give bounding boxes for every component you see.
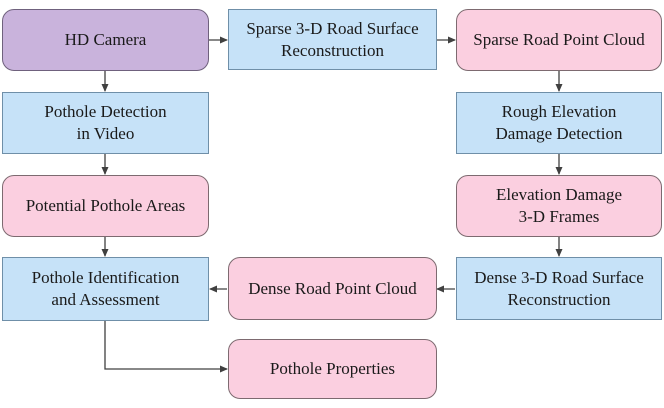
node-pothole-detection: Pothole Detection in Video (2, 92, 209, 154)
node-elevation-damage-frames: Elevation Damage 3-D Frames (456, 175, 662, 237)
node-hd-camera: HD Camera (2, 9, 209, 71)
node-label: Pothole Identification and Assessment (31, 268, 180, 309)
node-label: Pothole Detection in Video (44, 102, 167, 143)
node-rough-elevation-detection: Rough Elevation Damage Detection (456, 92, 662, 154)
node-dense-reconstruction: Dense 3-D Road Surface Reconstruction (456, 257, 662, 320)
node-dense-point-cloud: Dense Road Point Cloud (228, 257, 437, 320)
node-pothole-identification: Pothole Identification and Assessment (2, 257, 209, 321)
node-label: Potential Pothole Areas (25, 196, 186, 215)
node-potential-pothole-areas: Potential Pothole Areas (2, 175, 209, 237)
node-sparse-point-cloud: Sparse Road Point Cloud (456, 9, 662, 71)
node-sparse-reconstruction: Sparse 3-D Road Surface Reconstruction (228, 9, 437, 70)
node-label: Pothole Properties (269, 359, 396, 378)
arrow-identification-to-properties (104, 321, 228, 373)
node-label: Dense 3-D Road Surface Reconstruction (474, 267, 644, 309)
node-label: HD Camera (64, 30, 147, 49)
node-pothole-properties: Pothole Properties (228, 339, 437, 399)
node-label: Rough Elevation Damage Detection (495, 102, 623, 143)
node-label: Elevation Damage 3-D Frames (495, 185, 623, 226)
node-label: Sparse 3-D Road Surface Reconstruction (246, 18, 419, 60)
node-label: Sparse Road Point Cloud (473, 30, 645, 49)
node-label: Dense Road Point Cloud (248, 278, 417, 298)
